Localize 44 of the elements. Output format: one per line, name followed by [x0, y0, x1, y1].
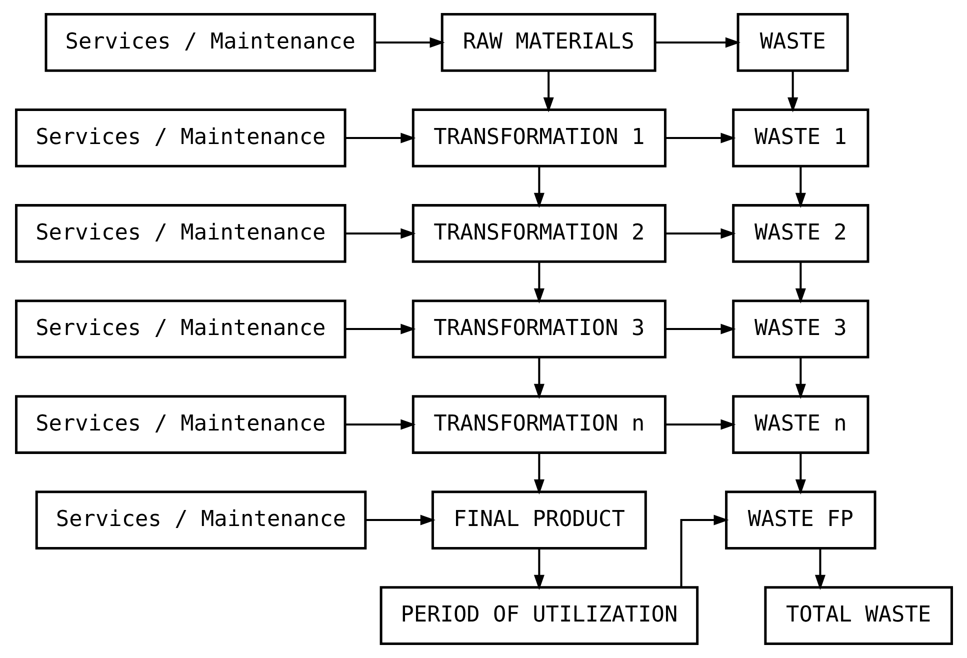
arrow — [664, 228, 736, 239]
node-box: RAW MATERIALS — [440, 13, 656, 72]
node-box: Services / Maintenance — [14, 204, 346, 263]
node-box: TRANSFORMATION 1 — [411, 108, 666, 168]
node-box: TRANSFORMATION n — [411, 395, 666, 454]
arrow — [794, 262, 806, 304]
arrow — [794, 166, 806, 208]
arrow — [533, 262, 544, 304]
node-box: Services / Maintenance — [14, 108, 346, 168]
node-box: TOTAL WASTE — [764, 586, 952, 645]
node-box: WASTE 2 — [732, 204, 869, 263]
arrow — [814, 548, 825, 590]
arrow — [374, 37, 444, 48]
node-box: WASTE — [736, 13, 848, 72]
arrow — [533, 548, 544, 590]
arrow — [542, 71, 554, 112]
arrow — [344, 228, 416, 239]
node-box: WASTE n — [732, 395, 869, 454]
arrow — [655, 37, 740, 48]
node-box: FINAL PRODUCT — [430, 490, 646, 550]
arrow — [533, 358, 544, 399]
arrow — [664, 419, 736, 430]
node-box: TRANSFORMATION 3 — [411, 300, 666, 358]
arrow — [664, 324, 736, 334]
arrow — [664, 132, 736, 144]
node-box: WASTE 3 — [732, 300, 869, 358]
node-box: Services / Maintenance — [34, 490, 366, 550]
arrow — [344, 419, 416, 430]
node-box: WASTE 1 — [732, 108, 869, 168]
arrow — [680, 514, 728, 587]
arrow — [794, 453, 806, 494]
node-box: Services / Maintenance — [14, 300, 346, 358]
node-box: PERIOD OF UTILIZATION — [379, 586, 698, 645]
node-box: Services / Maintenance — [14, 395, 346, 454]
node-box: Services / Maintenance — [44, 13, 376, 72]
arrow — [344, 324, 416, 334]
arrow — [365, 514, 435, 526]
arrow — [533, 166, 544, 208]
node-box: TRANSFORMATION 2 — [411, 204, 666, 263]
arrow — [533, 453, 544, 494]
arrow — [794, 358, 806, 399]
node-box: WASTE FP — [724, 490, 876, 550]
arrow — [344, 132, 416, 144]
arrow — [787, 71, 798, 112]
